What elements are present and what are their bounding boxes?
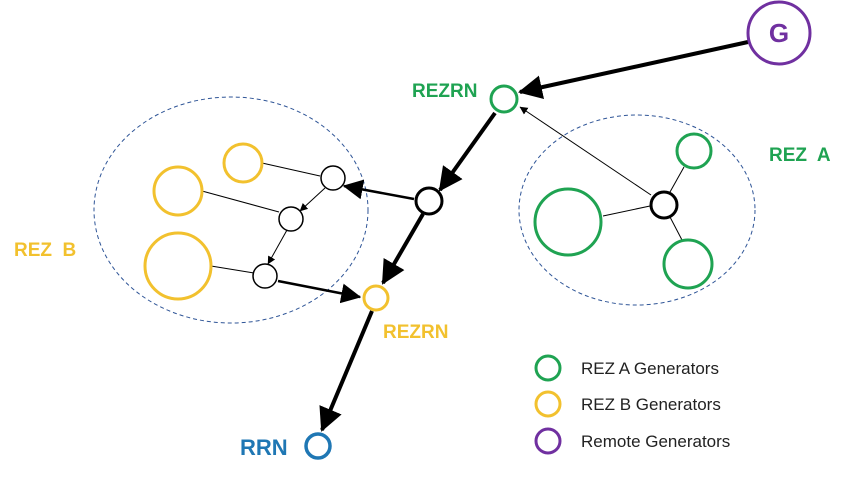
rezrn-top-node [489, 84, 519, 114]
legend-marker-yellow [534, 390, 562, 418]
rezrn-mid-node [362, 284, 390, 312]
reza-hub-node [649, 190, 679, 220]
rezb-generator-large [143, 231, 213, 301]
link-reza-hub-to-rezrn [519, 106, 652, 196]
remote-generator [746, 0, 812, 66]
rez-b-zone [93, 96, 369, 324]
reza-generator-small [675, 132, 713, 170]
legend-marker-green [534, 354, 562, 382]
arrow-rezb-node-to-rezrn-mid [277, 279, 362, 304]
link-reza-hub-to-gen1 [669, 166, 685, 193]
rrn-label: RRN [240, 435, 288, 460]
rez-a-label: REZ A [769, 145, 831, 166]
rrn-node [304, 432, 332, 460]
legend-label-rez-a: REZ A Generators [581, 359, 719, 378]
rezb-generator-medium [152, 165, 204, 217]
arrow-g-to-rezrn [518, 40, 749, 100]
arrow-rezrn-mid-to-rrn [319, 310, 374, 432]
legend: REZ A Generators REZ B Generators Remote… [534, 354, 730, 455]
rez-a-zone [518, 114, 756, 306]
rezb-node-1 [320, 165, 346, 191]
rezb-node-2 [278, 206, 304, 232]
reza-generator-medium [662, 238, 714, 290]
junction-node [414, 186, 444, 216]
legend-label-remote: Remote Generators [581, 432, 730, 451]
link-reza-hub-to-gen3 [669, 216, 683, 241]
link-rezb-gen-large [210, 265, 255, 274]
remote-generator-label: G [769, 18, 789, 48]
arrow-junction-to-rezb-node [342, 179, 415, 201]
arrow-junction-to-rezrn-mid [381, 212, 425, 285]
reza-generator-large [533, 187, 603, 257]
rezrn-top-label: REZRN [412, 81, 477, 102]
link-reza-hub-to-gen2 [602, 205, 651, 217]
link-rezb-node2-to-node3 [267, 229, 288, 265]
rezb-generator-small [222, 142, 264, 184]
rez-b-label: REZ B [14, 240, 76, 261]
link-rezb-node1-to-node2 [299, 187, 326, 212]
rezb-node-3 [252, 263, 278, 289]
legend-marker-purple [534, 427, 562, 455]
legend-label-rez-b: REZ B Generators [581, 395, 721, 414]
link-rezb-gen-medium [201, 190, 280, 213]
link-rezb-gen-small [261, 162, 321, 177]
arrow-rezrn-to-junction [438, 111, 497, 192]
rezrn-mid-label: REZRN [383, 322, 448, 343]
